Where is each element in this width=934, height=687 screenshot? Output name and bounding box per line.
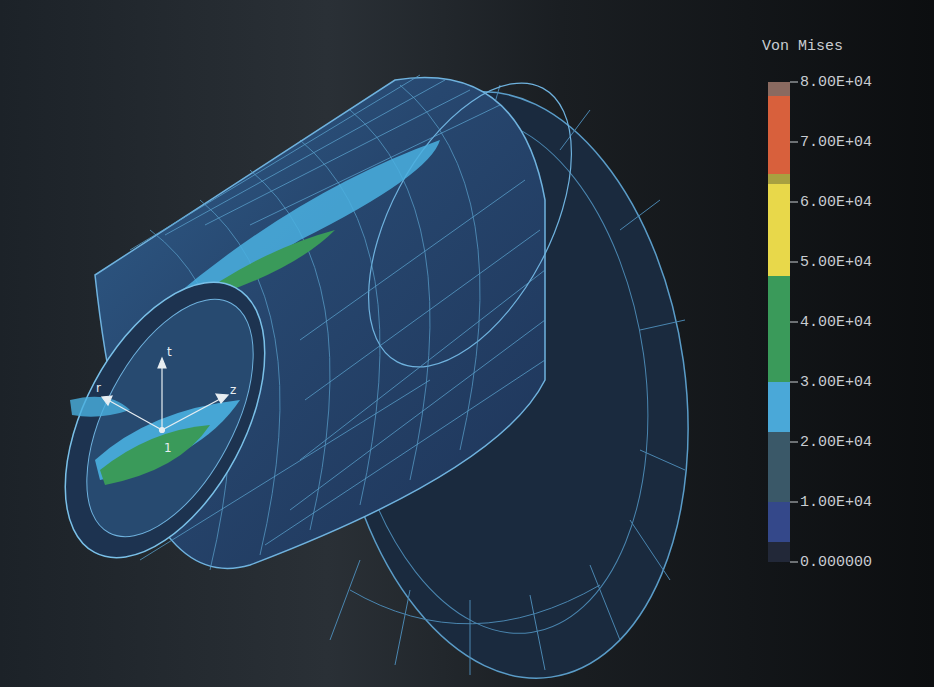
axis-label: z [230, 384, 236, 396]
axis-label: t [167, 346, 172, 358]
scale-value: 5.00E+04 [800, 255, 872, 270]
axis-label: r [96, 382, 101, 394]
scale-value: 8.00E+04 [800, 75, 872, 90]
legend-title: Von Mises [762, 39, 843, 54]
tube [24, 51, 613, 590]
scale-value: 6.00E+04 [800, 195, 872, 210]
scale-value: 0.000000 [800, 555, 872, 570]
axis-label: 1 [164, 442, 172, 454]
scale-value: 7.00E+04 [800, 135, 872, 150]
scale-value: 2.00E+04 [800, 435, 872, 450]
scale-value: 3.00E+04 [800, 375, 872, 390]
color-bar [768, 82, 798, 562]
scale-value: 1.00E+04 [800, 495, 872, 510]
scale-value: 4.00E+04 [800, 315, 872, 330]
